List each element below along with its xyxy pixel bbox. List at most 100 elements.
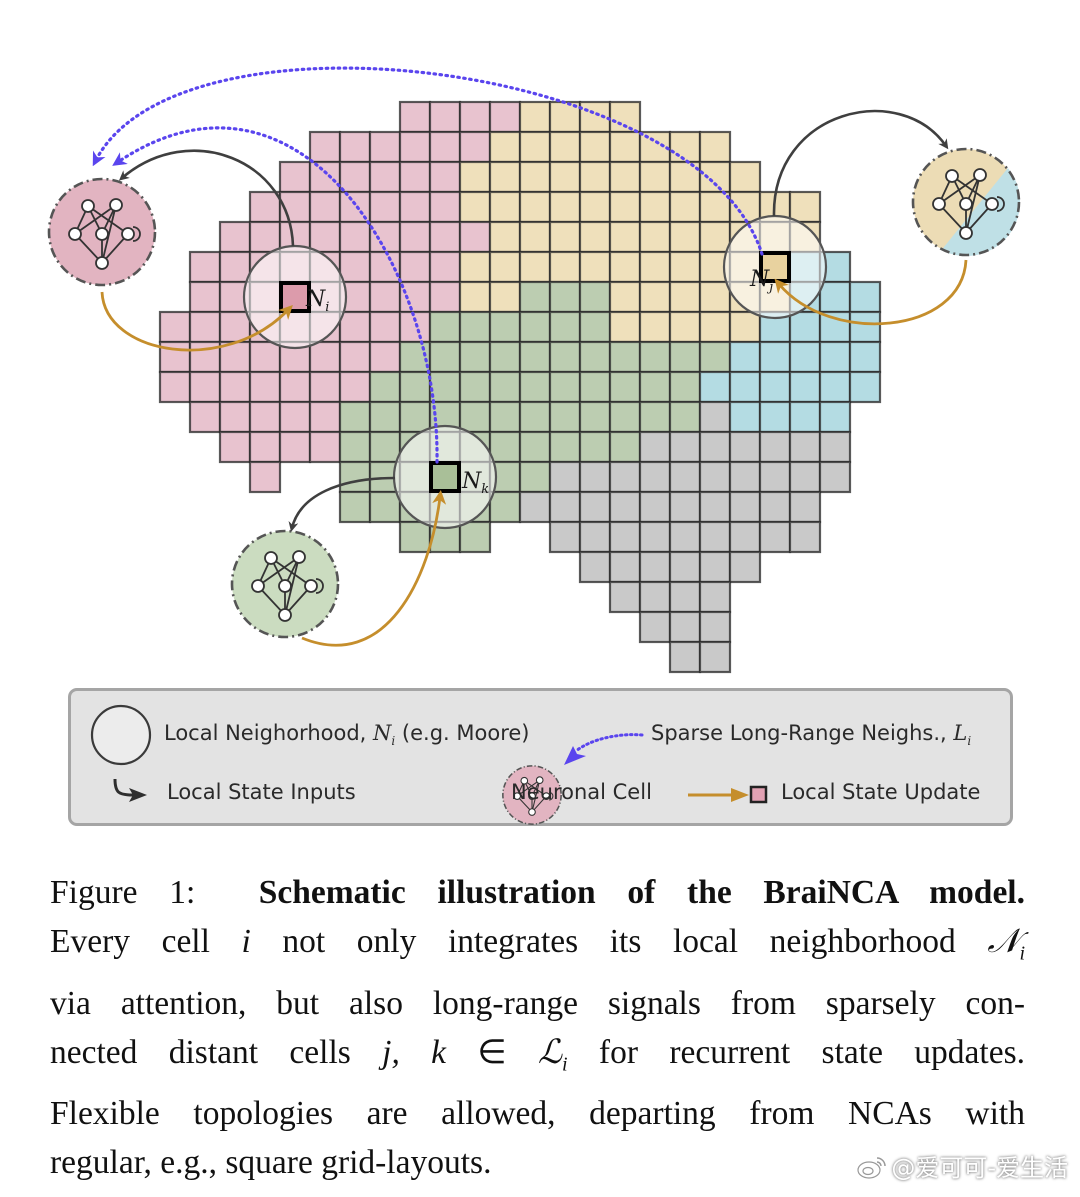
local-neighborhood-symbol-icon [90, 704, 152, 766]
grid-cell-yellow [458, 280, 492, 314]
grid-cell-pink [308, 340, 342, 374]
grid-cell-green [488, 490, 522, 524]
grid-cell-yellow [698, 130, 732, 164]
grid-cell-green [548, 340, 582, 374]
neuron-node [95, 256, 109, 270]
grid-cell-green [518, 460, 552, 494]
grid-cell-gray [698, 520, 732, 554]
grid-cell-green [548, 430, 582, 464]
grid-cell-pink [188, 250, 222, 284]
self-loop-icon [315, 578, 324, 594]
neuron-node [932, 197, 946, 211]
grid-cell-pink [278, 400, 312, 434]
state-update-arrow-j [774, 259, 968, 326]
grid-cell-yellow [668, 130, 702, 164]
grid-cell-yellow [638, 250, 672, 284]
focus-cell-k [429, 461, 461, 493]
grid-cell-gray [518, 490, 552, 524]
grid-cell-pink [278, 160, 312, 194]
grid-cell-green [698, 340, 732, 374]
neuron-border [230, 529, 340, 639]
grid-cell-green [338, 460, 372, 494]
grid-cell-gray [698, 400, 732, 434]
grid-cell-yellow [698, 190, 732, 224]
grid-cell-green [488, 430, 522, 464]
grid-cell-gray [608, 490, 642, 524]
caption-line: regular, e.g., square grid-layouts. [50, 1144, 492, 1182]
grid-cell-green [578, 370, 612, 404]
grid-cell-green [578, 280, 612, 314]
grid-cell-yellow [638, 220, 672, 254]
grid-cell-pink [248, 430, 282, 464]
grid-cell-green [608, 340, 642, 374]
grid-cell-yellow [518, 190, 552, 224]
grid-cell-yellow [668, 160, 702, 194]
grid-cell-gray [548, 460, 582, 494]
grid-cell-pink [308, 430, 342, 464]
grid-cell-yellow [728, 310, 762, 344]
grid-cell-pink [338, 340, 372, 374]
neuronal-cell-symbol-icon [502, 765, 562, 825]
grid-cell-green [428, 340, 462, 374]
grid-cell-yellow [548, 130, 582, 164]
grid-cell-pink [428, 160, 462, 194]
weibo-logo-icon [857, 1157, 887, 1179]
grid-cell-gray [638, 610, 672, 644]
grid-cell-yellow [488, 220, 522, 254]
grid-cell-pink [248, 460, 282, 494]
grid-cell-pink [368, 160, 402, 194]
grid-cell-gray [668, 580, 702, 614]
grid-cell-cyan [848, 370, 882, 404]
grid-cell-yellow [488, 190, 522, 224]
grid-cell-green [548, 280, 582, 314]
grid-cell-pink [158, 310, 192, 344]
grid-cell-pink [398, 160, 432, 194]
grid-cell-green [398, 340, 432, 374]
grid-cell-pink [368, 190, 402, 224]
neuron-node [959, 226, 973, 240]
grid-cell-gray [788, 520, 822, 554]
grid-cell-green [458, 370, 492, 404]
neuron-node [945, 169, 959, 183]
neuronal-cell-pink [47, 177, 157, 287]
grid-cell-green [518, 280, 552, 314]
grid-cell-pink [218, 400, 252, 434]
grid-cell-yellow [458, 160, 492, 194]
grid-cell-cyan [848, 280, 882, 314]
grid-cell-cyan [728, 370, 762, 404]
grid-cell-green [668, 370, 702, 404]
grid-cell-green [518, 400, 552, 434]
legend-neuronal-cell: Neuronal Cell [511, 780, 652, 804]
grid-cell-gray [788, 430, 822, 464]
grid-cell-yellow [608, 280, 642, 314]
grid-cell-pink [458, 100, 492, 134]
grid-cell-pink [308, 220, 342, 254]
grid-cell-gray [608, 520, 642, 554]
grid-cell-gray [758, 430, 792, 464]
grid-cell-gray [728, 550, 762, 584]
grid-cell-gray [608, 580, 642, 614]
grid-cell-pink [188, 280, 222, 314]
grid-cell-gray [608, 550, 642, 584]
neuron-node [121, 227, 135, 241]
grid-cell-pink [368, 310, 402, 344]
grid-cell-pink [248, 220, 282, 254]
neuron-node [251, 579, 265, 593]
grid-cell-pink [398, 250, 432, 284]
grid-cell-green [578, 430, 612, 464]
grid-cell-cyan [788, 370, 822, 404]
grid-cell-gray [698, 490, 732, 524]
grid-cell-yellow [668, 280, 702, 314]
caption-line: via attention, but also long-range signa… [50, 984, 1025, 1022]
neuron-node [292, 550, 306, 564]
grid-cell-yellow [608, 250, 642, 284]
local-input-arrow-i [118, 149, 295, 247]
grid-cell-yellow [638, 280, 672, 314]
grid-cell-pink [158, 370, 192, 404]
grid-cell-cyan [818, 340, 852, 374]
grid-cell-pink [398, 190, 432, 224]
grid-cell-pink [188, 310, 222, 344]
local-input-arrow-j [772, 109, 949, 217]
